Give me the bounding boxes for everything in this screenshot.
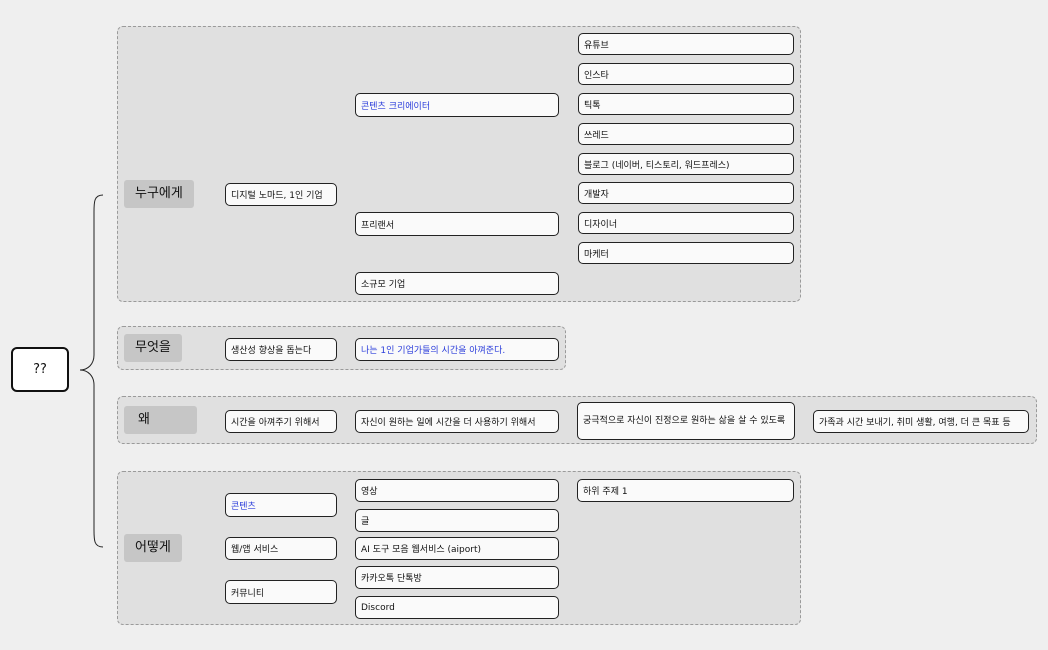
why-step-4-node[interactable]: 가족과 시간 보내기, 취미 생활, 여행, 더 큰 목표 등 bbox=[813, 410, 1029, 433]
webapp-aiport-node[interactable]: AI 도구 모음 웹서비스 (aiport) bbox=[355, 537, 559, 560]
what-category[interactable]: 무엇을 bbox=[124, 334, 182, 362]
platform-threads-node[interactable]: 쓰레드 bbox=[578, 123, 794, 145]
why-step-1-node[interactable]: 시간을 아껴주기 위해서 bbox=[225, 410, 337, 433]
why-step-3-node[interactable]: 궁극적으로 자신이 진정으로 원하는 삶을 살 수 있도록 bbox=[577, 402, 795, 440]
freelancer-node[interactable]: 프리랜서 bbox=[355, 212, 559, 236]
root-node[interactable]: ?? bbox=[11, 347, 69, 392]
who-main-node[interactable]: 디지털 노마드, 1인 기업 bbox=[225, 183, 337, 206]
role-marketer-node[interactable]: 마케터 bbox=[578, 242, 794, 264]
how-webapp-node[interactable]: 웹/앱 서비스 bbox=[225, 537, 337, 560]
platform-tiktok-node[interactable]: 틱톡 bbox=[578, 93, 794, 115]
what-detail-node[interactable]: 나는 1인 기업가들의 시간을 아껴준다. bbox=[355, 338, 559, 361]
subtopic-node[interactable]: 하위 주제 1 bbox=[577, 479, 794, 502]
role-designer-node[interactable]: 디자이너 bbox=[578, 212, 794, 234]
community-discord-node[interactable]: Discord bbox=[355, 596, 559, 619]
who-category[interactable]: 누구에게 bbox=[124, 180, 194, 208]
small-business-node[interactable]: 소규모 기업 bbox=[355, 272, 559, 295]
how-community-node[interactable]: 커뮤니티 bbox=[225, 580, 337, 604]
content-text-node[interactable]: 글 bbox=[355, 509, 559, 532]
content-video-node[interactable]: 영상 bbox=[355, 479, 559, 502]
how-category[interactable]: 어떻게 bbox=[124, 534, 182, 562]
community-kakao-node[interactable]: 카카오톡 단톡방 bbox=[355, 566, 559, 589]
platform-instagram-node[interactable]: 인스타 bbox=[578, 63, 794, 85]
why-category[interactable]: 왜 bbox=[124, 406, 197, 434]
creator-node[interactable]: 콘텐츠 크리에이터 bbox=[355, 93, 559, 117]
what-main-node[interactable]: 생산성 향상을 돕는다 bbox=[225, 338, 337, 361]
platform-blog-node[interactable]: 블로그 (네이버, 티스토리, 워드프레스) bbox=[578, 153, 794, 175]
why-step-2-node[interactable]: 자신이 원하는 일에 시간을 더 사용하기 위해서 bbox=[355, 410, 559, 433]
how-content-node[interactable]: 콘텐츠 bbox=[225, 493, 337, 517]
role-developer-node[interactable]: 개발자 bbox=[578, 182, 794, 204]
platform-youtube-node[interactable]: 유튜브 bbox=[578, 33, 794, 55]
